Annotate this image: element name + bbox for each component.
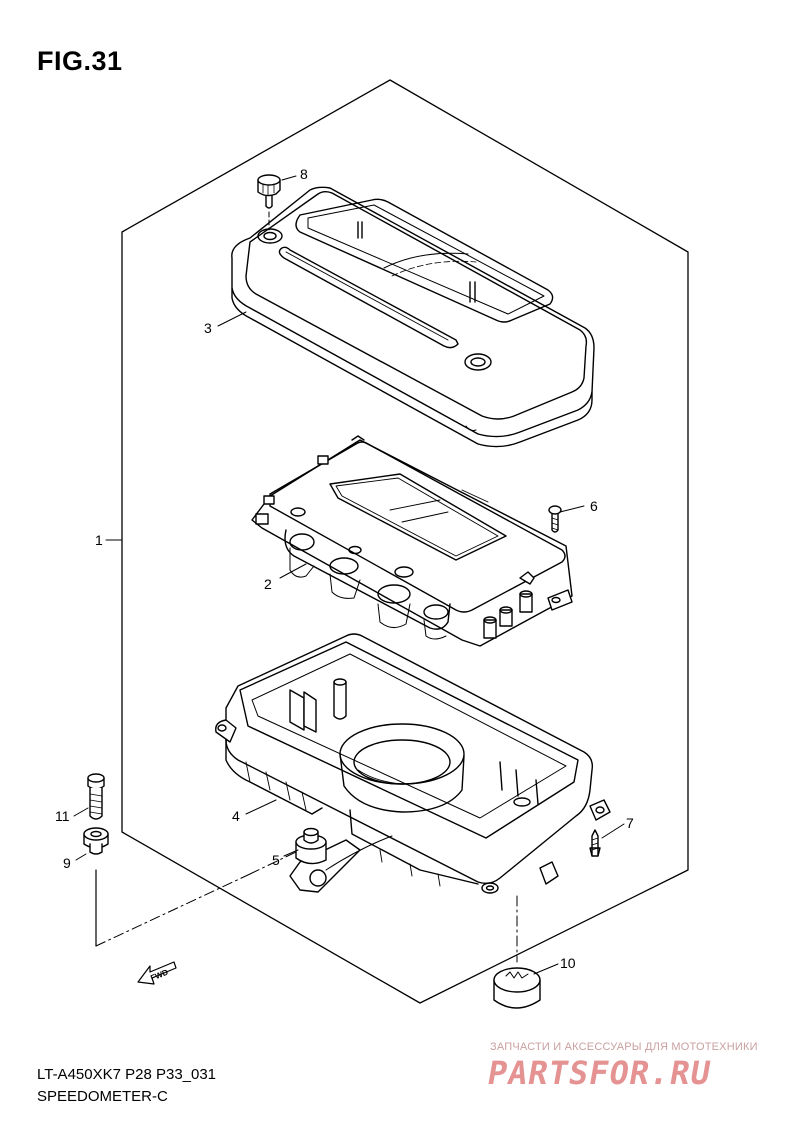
collar-part bbox=[83, 827, 109, 855]
callout-2: 2 bbox=[264, 576, 272, 592]
grommet-part bbox=[295, 827, 327, 865]
fwd-label: FWD bbox=[149, 968, 169, 983]
model-code: LT-A450XK7 P28 P33_031 bbox=[37, 1066, 217, 1083]
meter-unit-part bbox=[251, 435, 573, 647]
case-screw-part bbox=[589, 829, 601, 857]
callout-11: 11 bbox=[55, 808, 70, 824]
assembly-boundary bbox=[121, 79, 689, 1004]
unit-screw-part bbox=[548, 505, 562, 533]
callout-3: 3 bbox=[204, 320, 212, 336]
cover-screw-part bbox=[257, 174, 281, 231]
callout-8: 8 bbox=[300, 166, 308, 182]
callout-1: 1 bbox=[95, 532, 103, 548]
cushion-part bbox=[493, 895, 541, 1009]
callout-6: 6 bbox=[590, 498, 598, 514]
figure-title: FIG.31 bbox=[37, 46, 123, 76]
callout-5: 5 bbox=[272, 852, 280, 868]
watermark-logo: PARTSFOR.RU bbox=[484, 1054, 715, 1092]
bolt-part bbox=[87, 773, 105, 820]
leader-lines bbox=[73, 175, 625, 975]
callout-4: 4 bbox=[232, 808, 240, 824]
callout-10: 10 bbox=[560, 955, 576, 971]
fwd-arrow-icon: FWD bbox=[137, 961, 177, 985]
meter-cover-part bbox=[231, 186, 595, 448]
callout-7: 7 bbox=[626, 815, 634, 831]
watermark-tagline: ЗАПЧАСТИ И АКСЕССУАРЫ ДЛЯ МОТОТЕХНИКИ bbox=[490, 1041, 758, 1053]
callout-9: 9 bbox=[63, 855, 71, 871]
callout-labels: 1 2 3 4 5 6 7 8 9 10 11 bbox=[55, 166, 634, 971]
centre-line bbox=[95, 873, 251, 947]
section-name: SPEEDOMETER-C bbox=[37, 1088, 168, 1105]
